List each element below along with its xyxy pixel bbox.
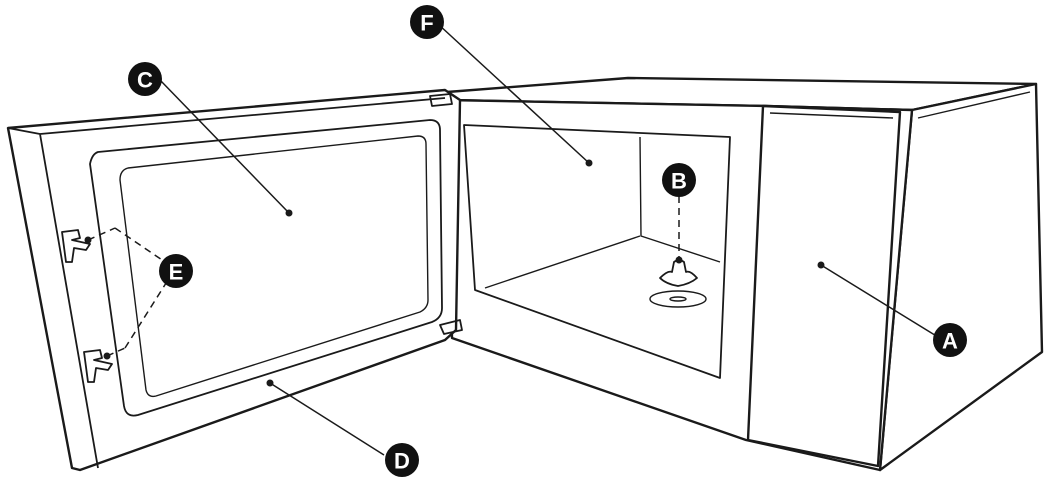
turntable-coupler bbox=[649, 259, 707, 308]
callout-f-circle bbox=[410, 5, 444, 39]
callout-d-label: D bbox=[394, 449, 410, 474]
callout-e-circle bbox=[159, 254, 193, 288]
cavity-opening bbox=[463, 124, 731, 379]
coupler-shaft-hole bbox=[669, 296, 687, 302]
leader-d bbox=[269, 382, 385, 456]
leader-f bbox=[437, 23, 590, 164]
cavity-floor-edge bbox=[484, 235, 641, 289]
callout-e-label: E bbox=[169, 260, 184, 285]
cavity-back-wall bbox=[639, 136, 721, 263]
door-latch-bottom bbox=[83, 349, 113, 383]
callout-d: D bbox=[385, 443, 419, 477]
door-hinge-bottom bbox=[439, 319, 463, 335]
target-dot-c bbox=[285, 209, 293, 217]
callout-c-circle bbox=[128, 62, 162, 96]
door-latch-top bbox=[61, 229, 91, 263]
target-dot-a bbox=[817, 261, 825, 269]
leader-lines bbox=[84, 23, 939, 456]
leader-e-bottom-2 bbox=[124, 279, 169, 349]
coupler-base-ring bbox=[649, 290, 707, 308]
target-dot-e-top bbox=[84, 236, 92, 244]
callout-d-circle bbox=[385, 443, 419, 477]
target-dot-e-bottom bbox=[103, 352, 111, 360]
door-window-glass bbox=[119, 135, 429, 398]
callout-e: E bbox=[159, 254, 193, 288]
target-dot-f bbox=[585, 159, 593, 167]
door-outer bbox=[6, 88, 462, 472]
callout-a: A bbox=[933, 323, 967, 357]
target-dot-d bbox=[266, 379, 274, 387]
callout-f: F bbox=[410, 5, 444, 39]
callout-a-circle bbox=[933, 323, 967, 357]
callout-c: C bbox=[128, 62, 162, 96]
door-hinge-top bbox=[429, 93, 453, 107]
oven-cavity bbox=[463, 124, 731, 379]
leader-c bbox=[159, 79, 290, 214]
callout-f-label: F bbox=[420, 11, 433, 36]
target-dot-b bbox=[675, 256, 683, 264]
control-panel-edge bbox=[769, 112, 894, 119]
callout-b-circle bbox=[662, 163, 696, 197]
coupler-star bbox=[659, 259, 698, 287]
leader-a bbox=[820, 264, 939, 338]
door-edge bbox=[7, 97, 446, 469]
callout-a-label: A bbox=[942, 329, 958, 354]
control-panel bbox=[746, 104, 902, 468]
leader-e-top-1 bbox=[87, 227, 116, 241]
oven-door bbox=[6, 88, 463, 472]
microwave-body bbox=[445, 76, 1044, 472]
callout-c-label: C bbox=[137, 68, 153, 93]
door-window-frame bbox=[89, 119, 443, 417]
cabinet-side-edge bbox=[917, 91, 1031, 119]
callout-b-label: B bbox=[671, 169, 687, 194]
leader-e-top-2 bbox=[114, 227, 169, 265]
callout-b: B bbox=[662, 163, 696, 197]
